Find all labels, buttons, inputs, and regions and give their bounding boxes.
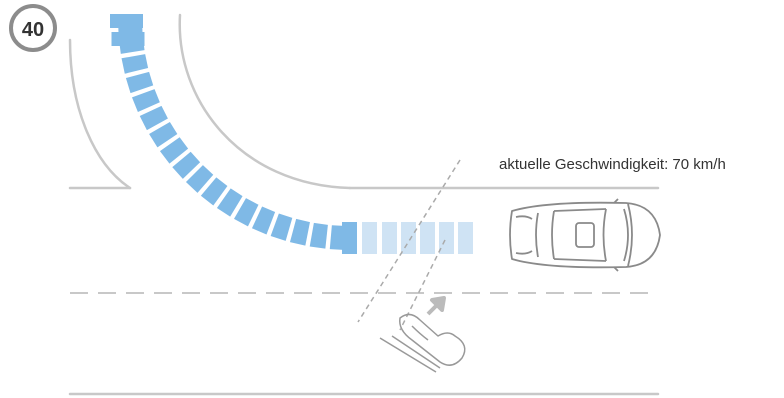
path-segment xyxy=(439,222,454,254)
path-segment xyxy=(342,222,357,254)
path-segment xyxy=(270,213,293,241)
path-segment xyxy=(149,122,178,148)
car-top-view-icon xyxy=(509,198,661,272)
path-segment xyxy=(200,177,228,206)
path-segment xyxy=(110,14,143,28)
up-right-arrow-icon xyxy=(426,296,446,316)
path-segment xyxy=(139,105,168,131)
road-lines xyxy=(68,13,660,396)
path-segment xyxy=(125,71,154,94)
speed-limit-value: 40 xyxy=(22,19,44,41)
path-segment xyxy=(216,188,243,217)
path-segment xyxy=(362,222,377,254)
predicted-path xyxy=(110,14,473,254)
path-segment xyxy=(309,222,328,249)
path-segment xyxy=(289,218,310,246)
path-segment xyxy=(329,225,347,250)
path-segment xyxy=(159,137,189,164)
current-speed-label: aktuelle Geschwindigkeit: 70 km/h xyxy=(499,156,726,173)
path-segment xyxy=(458,222,473,254)
path-segment xyxy=(131,89,160,112)
hand-pointer-icon xyxy=(379,313,466,373)
path-segment xyxy=(401,222,416,254)
sensor-line-long xyxy=(357,159,461,323)
path-segment xyxy=(251,206,276,235)
inner-curve-line xyxy=(178,13,352,190)
path-segment xyxy=(234,198,259,227)
path-segment xyxy=(382,222,397,254)
outer-curve-line xyxy=(68,38,132,190)
path-segment xyxy=(185,165,214,193)
path-segment xyxy=(172,151,201,179)
path-segment xyxy=(121,54,149,74)
path-segment xyxy=(420,222,435,254)
path-segment xyxy=(111,32,145,46)
speed-limit-sign-icon: 40 xyxy=(9,4,57,52)
